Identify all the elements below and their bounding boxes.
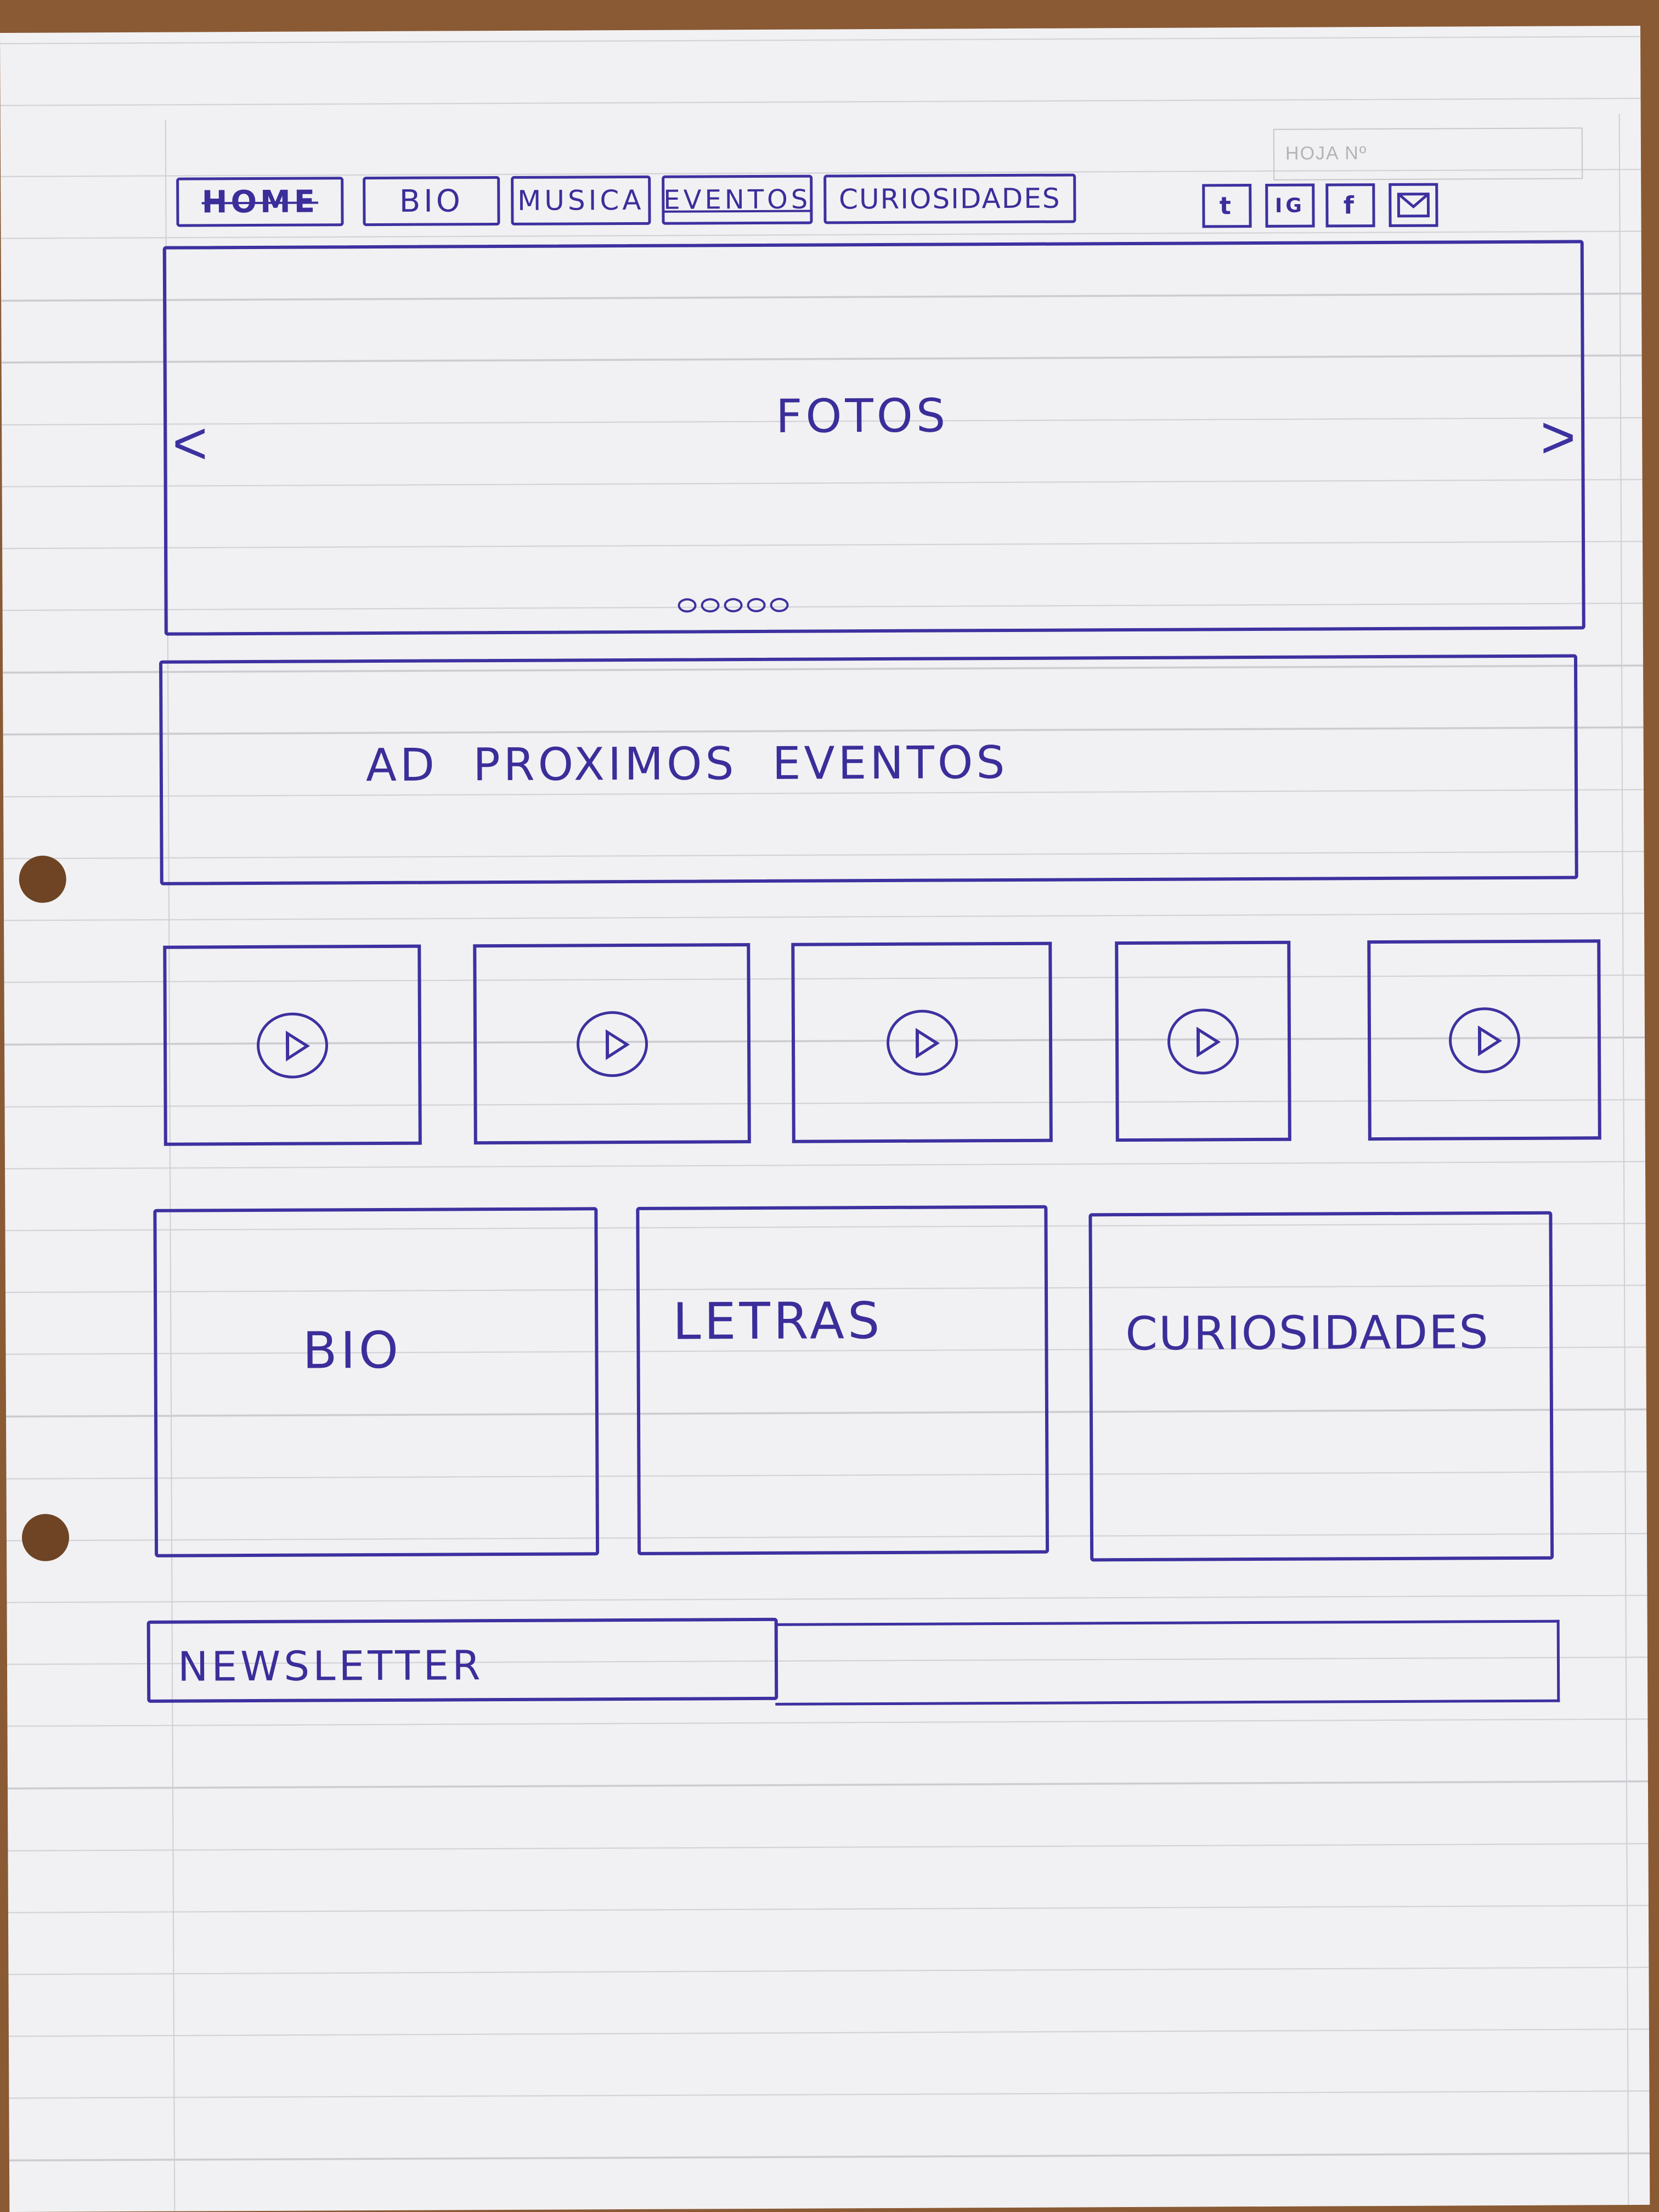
newsletter-button[interactable]: NEWSLETTER xyxy=(146,1617,778,1703)
upcoming-events-ad[interactable]: AD PROXIMOS EVENTOS xyxy=(159,654,1578,885)
carousel-dot[interactable] xyxy=(724,598,743,613)
letras-card-label: LETRAS xyxy=(673,1291,883,1351)
play-icon[interactable] xyxy=(576,1011,648,1077)
carousel-dots xyxy=(678,597,789,613)
video-thumbnail[interactable] xyxy=(791,941,1053,1143)
mail-icon[interactable] xyxy=(1389,183,1438,227)
margin-line xyxy=(1618,114,1629,2205)
nav-musica[interactable]: MUSICA xyxy=(511,175,651,225)
letras-card[interactable]: LETRAS xyxy=(636,1205,1049,1555)
binder-hole xyxy=(19,855,66,903)
envelope-glyph xyxy=(1397,193,1430,218)
newsletter-label: NEWSLETTER xyxy=(177,1642,484,1691)
carousel-dot[interactable] xyxy=(747,597,766,613)
video-thumbnail[interactable] xyxy=(473,943,751,1145)
carousel-prev-arrow[interactable]: < xyxy=(172,409,208,477)
nav-home[interactable]: HOME xyxy=(176,177,344,227)
play-icon[interactable] xyxy=(1167,1008,1239,1075)
curiosidades-card-label: CURIOSIDADES xyxy=(1125,1305,1489,1361)
instagram-icon[interactable]: IG xyxy=(1265,183,1315,228)
play-icon[interactable] xyxy=(886,1009,958,1076)
carousel-dot[interactable] xyxy=(701,598,720,613)
bio-card-label: BIO xyxy=(302,1321,402,1380)
facebook-icon[interactable]: f xyxy=(1325,183,1375,228)
play-icon[interactable] xyxy=(1448,1007,1520,1073)
carousel-dot[interactable] xyxy=(770,597,789,612)
nav-curiosidades[interactable]: CURIOSIDADES xyxy=(823,173,1076,224)
carousel-dot[interactable] xyxy=(678,598,697,613)
bio-card[interactable]: BIO xyxy=(153,1207,600,1558)
paper-sheet: HOJA Nº HOME BIO MUSICA EVENTOS CURIOSID… xyxy=(0,25,1650,2212)
sheet-number-box: HOJA Nº xyxy=(1273,127,1583,180)
nav-eventos[interactable]: EVENTOS xyxy=(662,174,813,225)
newsletter-email-input[interactable] xyxy=(775,1620,1560,1706)
video-thumbnail[interactable] xyxy=(1367,939,1601,1141)
carousel-next-arrow[interactable]: > xyxy=(1540,403,1576,471)
photo-carousel[interactable]: < FOTOS > xyxy=(162,240,1585,636)
ad-label: AD PROXIMOS EVENTOS xyxy=(365,736,1008,792)
tumblr-icon[interactable]: t xyxy=(1202,184,1252,228)
video-thumbnail[interactable] xyxy=(1115,940,1291,1142)
nav-bio[interactable]: BIO xyxy=(363,176,500,227)
sheet-number-label: HOJA Nº xyxy=(1285,143,1368,164)
video-thumbnail[interactable] xyxy=(163,944,422,1146)
curiosidades-card[interactable]: CURIOSIDADES xyxy=(1088,1211,1554,1562)
carousel-label: FOTOS xyxy=(775,388,949,443)
binder-hole xyxy=(21,1514,70,1561)
play-icon[interactable] xyxy=(256,1012,329,1079)
